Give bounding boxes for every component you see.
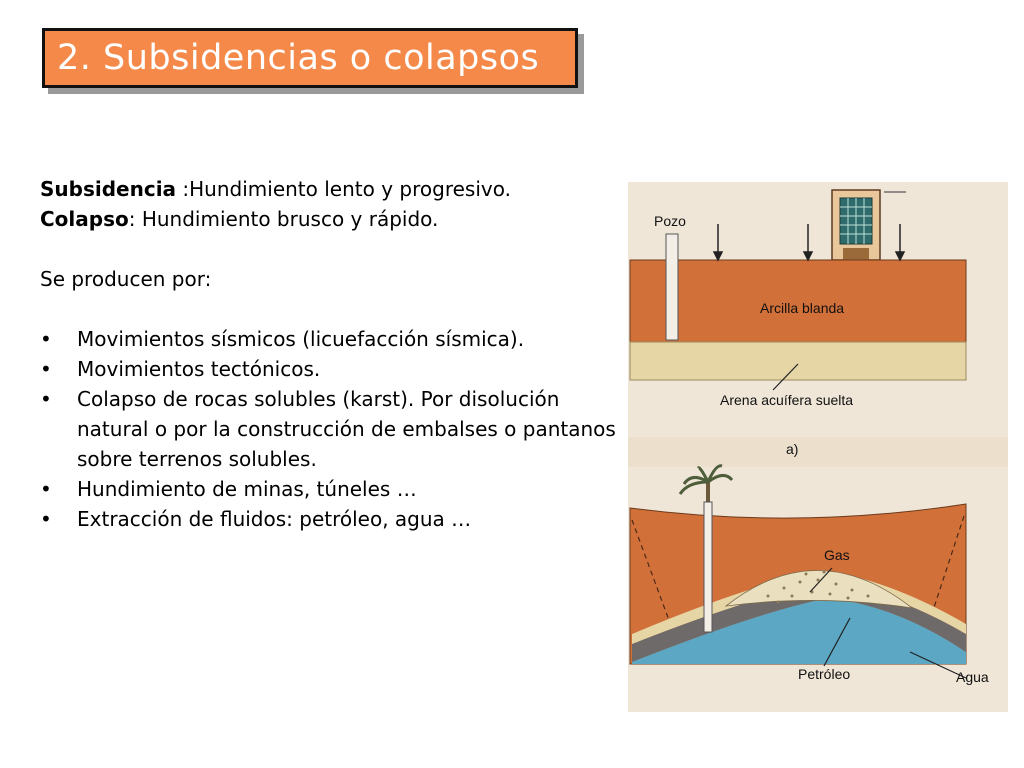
list-item: Movimientos sísmicos (licuefacción sísmi… (40, 324, 630, 354)
list-item: Movimientos tectónicos. (40, 354, 630, 384)
sand-leader-line (772, 363, 799, 391)
well-pipe-b (703, 501, 713, 633)
window-grid (840, 198, 872, 244)
intro-text: Se producen por: (40, 267, 212, 291)
list-item: Hundimiento de minas, túneles … (40, 474, 630, 504)
building-base (843, 248, 869, 260)
sand-aquifer-layer (629, 341, 967, 381)
label-gas: Gas (824, 547, 850, 563)
slide-title-box: 2. Subsidencias o colapsos (42, 28, 578, 88)
label-arena: Arena acuífera suelta (720, 392, 853, 408)
clay-layer (629, 259, 967, 343)
gas-dome (724, 570, 914, 609)
water-band (632, 598, 966, 664)
list-item: Colapso de rocas solubles (karst). Por d… (40, 384, 630, 474)
subsidence-diagram-svg: Pozo Arcilla blanda Arena acuífera suelt… (628, 182, 1008, 712)
paper-stain (628, 437, 1008, 467)
slide-content: Subsidencia :Hundimiento lento y progres… (40, 174, 630, 534)
slide-title: 2. Subsidencias o colapsos (57, 38, 540, 78)
label-agua: Agua (956, 669, 989, 685)
panel-b-leader-lines (809, 567, 967, 679)
definition-term: Colapso (40, 207, 129, 231)
well-pipe (665, 233, 679, 341)
subsidence-diagram: Pozo Arcilla blanda Arena acuífera suelt… (628, 182, 1008, 712)
palm-tree (678, 464, 734, 502)
definition-term: Subsidencia (40, 177, 177, 201)
definition-text: : Hundimiento brusco y rápido. (128, 207, 439, 231)
causes-list: Movimientos sísmicos (licuefacción sísmi… (40, 324, 630, 534)
definition-text: :Hundimiento lento y progresivo. (176, 177, 511, 201)
label-petroleo: Petróleo (798, 666, 850, 682)
list-item: Extracción de fluidos: petróleo, agua … (40, 504, 630, 534)
label-pozo: Pozo (654, 213, 686, 229)
definition-colapso: Colapso: Hundimiento brusco y rápido. (40, 204, 630, 234)
label-arcilla: Arcilla blanda (760, 300, 844, 316)
label-panel-a: a) (786, 441, 798, 457)
definition-subsidencia: Subsidencia :Hundimiento lento y progres… (40, 174, 630, 204)
load-arrows (712, 224, 906, 262)
